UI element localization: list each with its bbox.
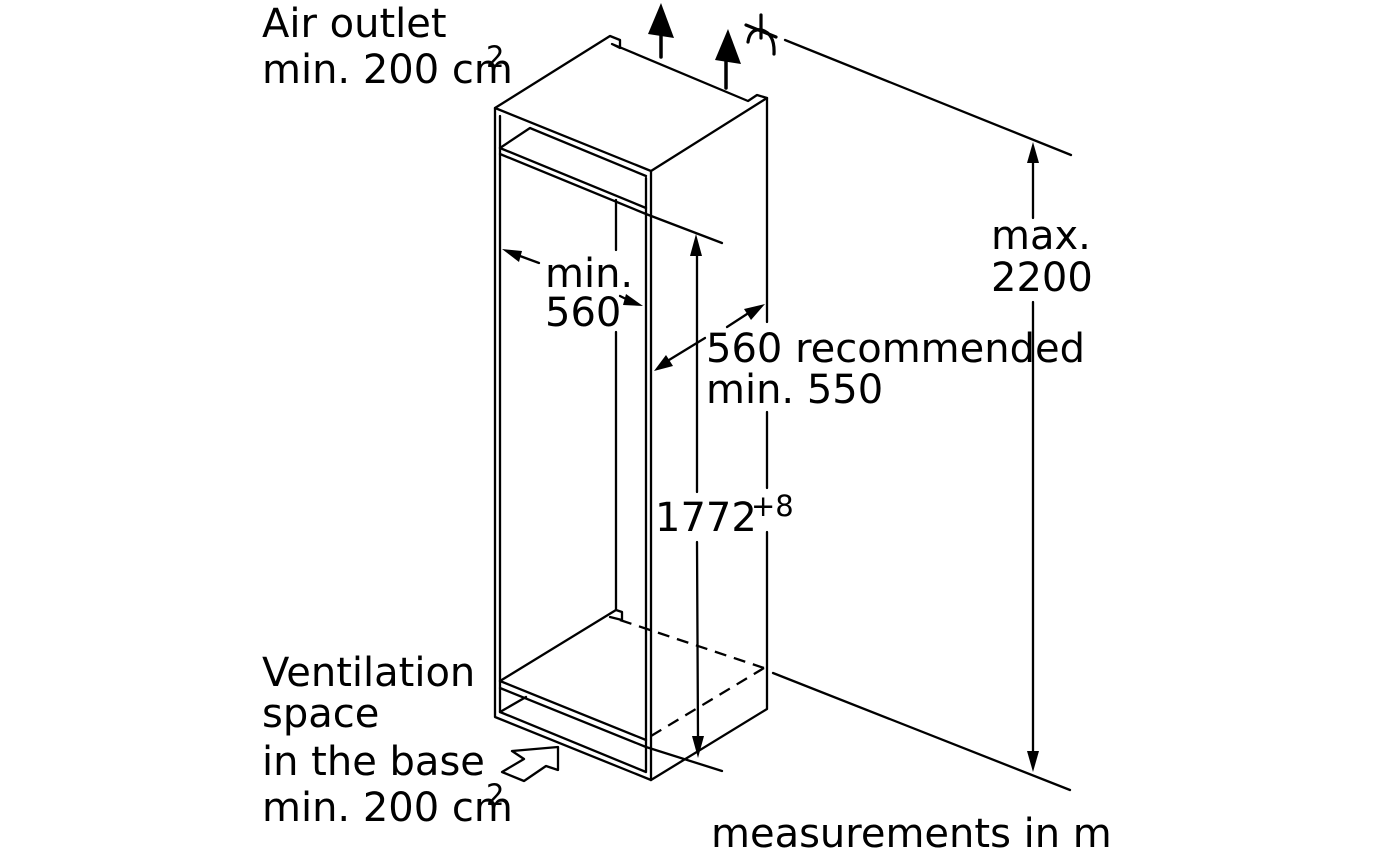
air-outlet-area-label: min. 200 cm <box>262 47 513 93</box>
recommended-depth-label: 560 recommended <box>706 326 1085 372</box>
units-note: measurements in m <box>711 811 1112 857</box>
max-height-dimension <box>771 38 1073 792</box>
min-depth-label: min. <box>545 251 634 297</box>
ventilation-label: Ventilation <box>262 650 476 696</box>
max-height-label: max. <box>991 213 1091 259</box>
minimum-depth-label: min. 550 <box>706 367 884 413</box>
base-vent-arrow <box>500 745 560 783</box>
air-outlet-label: Air outlet <box>262 1 447 47</box>
ventilation-area-label: min. 200 cm <box>262 785 513 831</box>
niche-height-tolerance: +8 <box>751 489 794 523</box>
min-depth-value: 560 <box>545 290 622 336</box>
min-width-dimension <box>502 249 643 306</box>
air-outlet-arrows <box>648 3 741 90</box>
max-height-value: 2200 <box>991 255 1093 301</box>
niche-height-value: 1772 <box>655 495 757 541</box>
ventilation-superscript: 2 <box>486 778 505 812</box>
air-outlet-superscript: 2 <box>486 40 505 74</box>
socket-icon <box>744 13 778 56</box>
niche-cabinet <box>493 34 769 782</box>
ventilation-space-label: space <box>262 691 380 737</box>
depth-dimension <box>654 304 765 371</box>
ventilation-base-label: in the base <box>262 739 485 785</box>
niche-height-dimension <box>690 234 704 758</box>
